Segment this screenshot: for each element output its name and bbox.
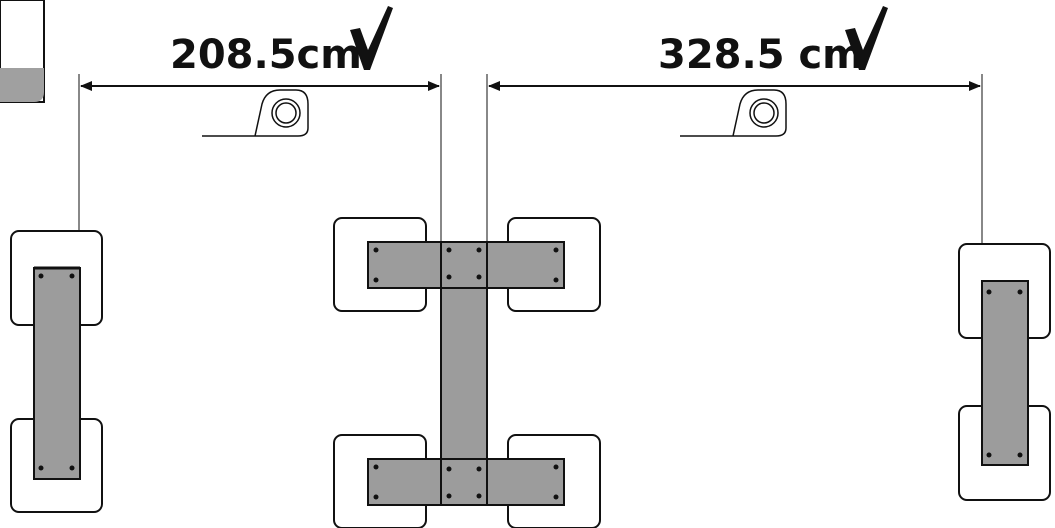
check-mark-icon bbox=[845, 6, 888, 70]
center-frame bbox=[333, 217, 601, 528]
left-stand bbox=[10, 230, 103, 513]
stand-beam bbox=[981, 280, 1029, 466]
frame-spine bbox=[440, 241, 488, 506]
tape-measure-icon bbox=[680, 89, 787, 137]
measurement-label-left: 208.5cm bbox=[170, 32, 362, 78]
side-tab bbox=[0, 0, 45, 103]
side-tab-shade bbox=[0, 68, 44, 102]
check-mark-icon bbox=[350, 6, 393, 70]
measurement-label-right: 328.5 cm bbox=[658, 32, 864, 78]
stand-beam bbox=[33, 267, 81, 480]
tape-measure-icon bbox=[202, 89, 309, 137]
right-stand bbox=[958, 243, 1051, 501]
